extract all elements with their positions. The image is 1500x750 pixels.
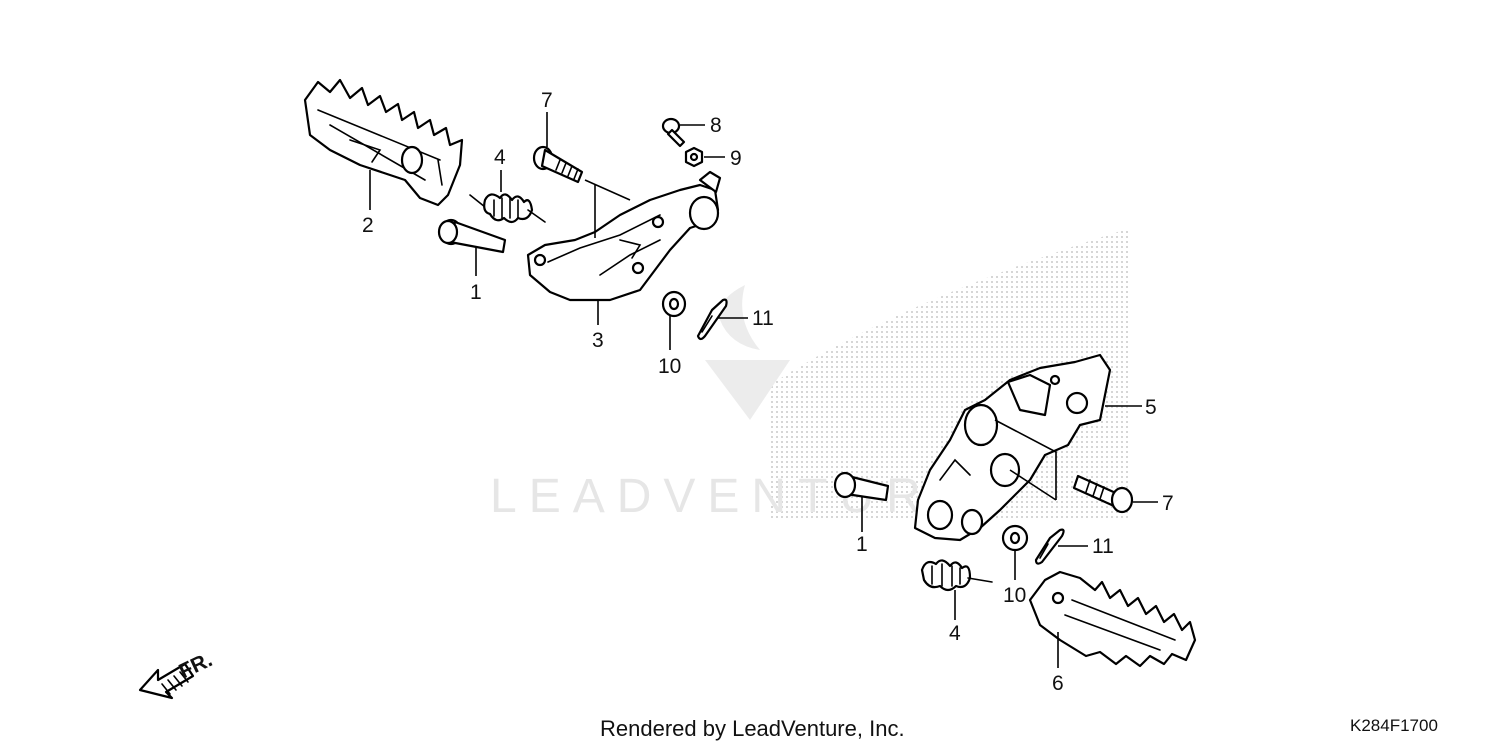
callout-nut: 9 [730,147,742,170]
right-washer [1001,524,1029,552]
callout-right-spring: 4 [949,622,961,645]
small-bolt [661,117,686,148]
callout-left-footpeg: 2 [362,214,374,237]
drawing-code: K284F1700 [1350,716,1438,735]
right-footpeg [1028,570,1197,668]
callout-right-footpeg: 6 [1052,672,1064,695]
callout-left-pin: 1 [470,281,482,304]
left-pin [437,218,507,254]
front-direction-arrow-icon [138,662,195,700]
callout-left-cotter-pin: 11 [752,307,774,330]
watermark-text: LEADVENTURE [490,470,977,523]
callout-right-washer: 10 [1003,584,1026,607]
callout-left-bracket: 3 [592,329,604,352]
right-bolt [1072,474,1134,514]
callout-left-washer: 10 [658,355,681,378]
left-washer [661,290,687,318]
callout-small-bolt: 8 [710,114,722,137]
callout-left-spring: 4 [494,146,506,169]
left-spring [469,193,546,224]
left-bracket [526,170,722,302]
callout-right-bolt: 7 [1162,492,1174,515]
nut [684,146,704,168]
callout-right-bracket: 5 [1145,396,1157,419]
callout-right-pin: 1 [856,533,868,556]
callout-left-bolt: 7 [541,89,553,112]
right-cotter-pin [1034,528,1065,565]
credit-text: Rendered by LeadVenture, Inc. [600,716,905,741]
left-cotter-pin [696,298,728,341]
right-pin [833,471,890,502]
callout-right-cotter-pin: 11 [1092,535,1114,558]
right-spring [920,559,993,592]
left-footpeg [303,78,464,207]
right-bracket [913,353,1112,542]
left-bolt [532,145,584,184]
